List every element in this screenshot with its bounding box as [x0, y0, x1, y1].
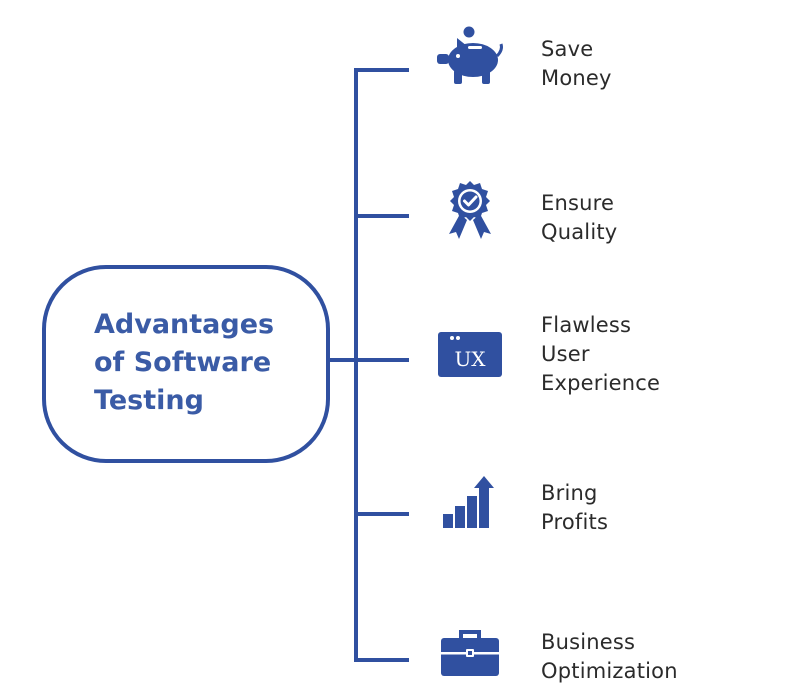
growth-chart-icon: [435, 474, 505, 534]
item-label-ensure-quality: Ensure Quality: [541, 191, 618, 244]
briefcase-icon: [435, 628, 505, 688]
item-label-business-optimization: Business Optimization: [541, 630, 678, 683]
quality-badge-icon: [435, 180, 505, 240]
item-label-bring-profits: Bring Profits: [541, 481, 609, 534]
central-topic-box: Advantages of Software Testing: [42, 265, 330, 463]
item-label-save-money: Save Money: [541, 37, 612, 90]
ux-window-icon: UX: [435, 328, 505, 388]
piggy-bank-icon: [435, 26, 505, 86]
ux-icon-text: UX: [454, 347, 486, 371]
item-label-flawless-user-experience: Flawless User Experience: [541, 313, 661, 395]
central-topic-title: Advantages of Software Testing: [94, 309, 275, 416]
